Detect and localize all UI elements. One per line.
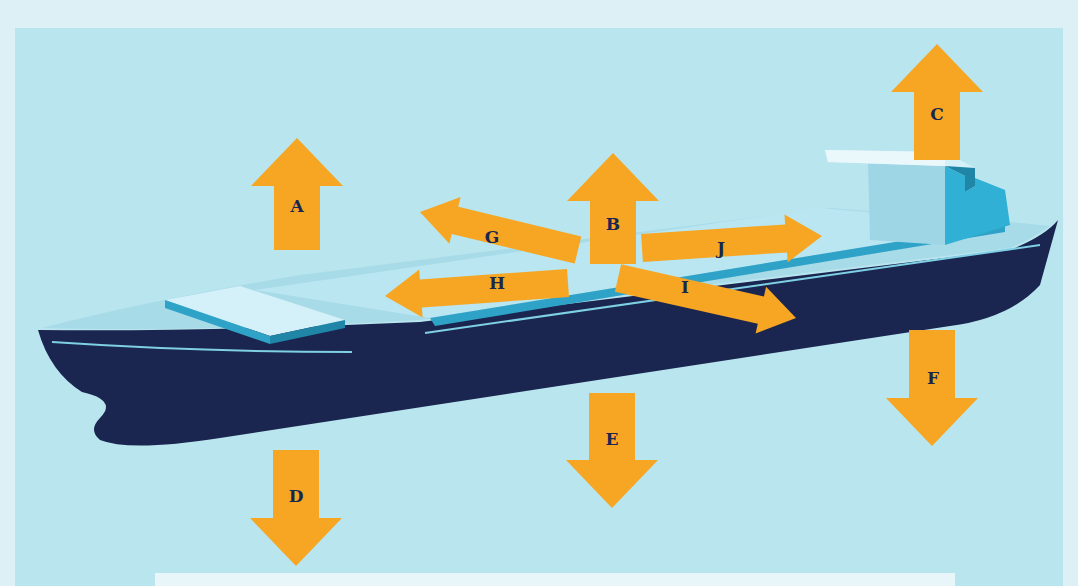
arrow-letter: B xyxy=(606,216,620,233)
arrow-letter: G xyxy=(485,229,500,246)
hull-stripe xyxy=(52,342,352,352)
bridge-side xyxy=(945,166,975,192)
arrow-letter: H xyxy=(489,275,505,292)
force-arrow xyxy=(615,264,796,333)
force-arrow xyxy=(641,214,822,262)
arrow-letter: A xyxy=(290,198,303,215)
superstructure-side xyxy=(945,166,1010,245)
force-arrow xyxy=(420,197,581,264)
forecastle-hatch-side xyxy=(165,300,270,344)
superstructure xyxy=(868,162,945,245)
arrow-letter: D xyxy=(289,488,304,505)
force-arrow xyxy=(250,450,342,566)
arrow-letter: J xyxy=(717,240,725,257)
arrow-letter: E xyxy=(606,431,619,448)
force-arrow xyxy=(891,44,983,160)
force-arrow xyxy=(251,138,343,250)
forecastle-hatch-side xyxy=(270,320,345,344)
arrow-letter: C xyxy=(930,106,944,123)
caption-panel xyxy=(155,573,955,586)
background-panel xyxy=(15,28,1063,586)
force-arrow xyxy=(385,269,569,317)
force-arrow xyxy=(566,393,658,508)
force-arrow xyxy=(886,330,978,446)
arrow-letter: I xyxy=(681,279,689,296)
arrow-letter: F xyxy=(927,370,939,387)
